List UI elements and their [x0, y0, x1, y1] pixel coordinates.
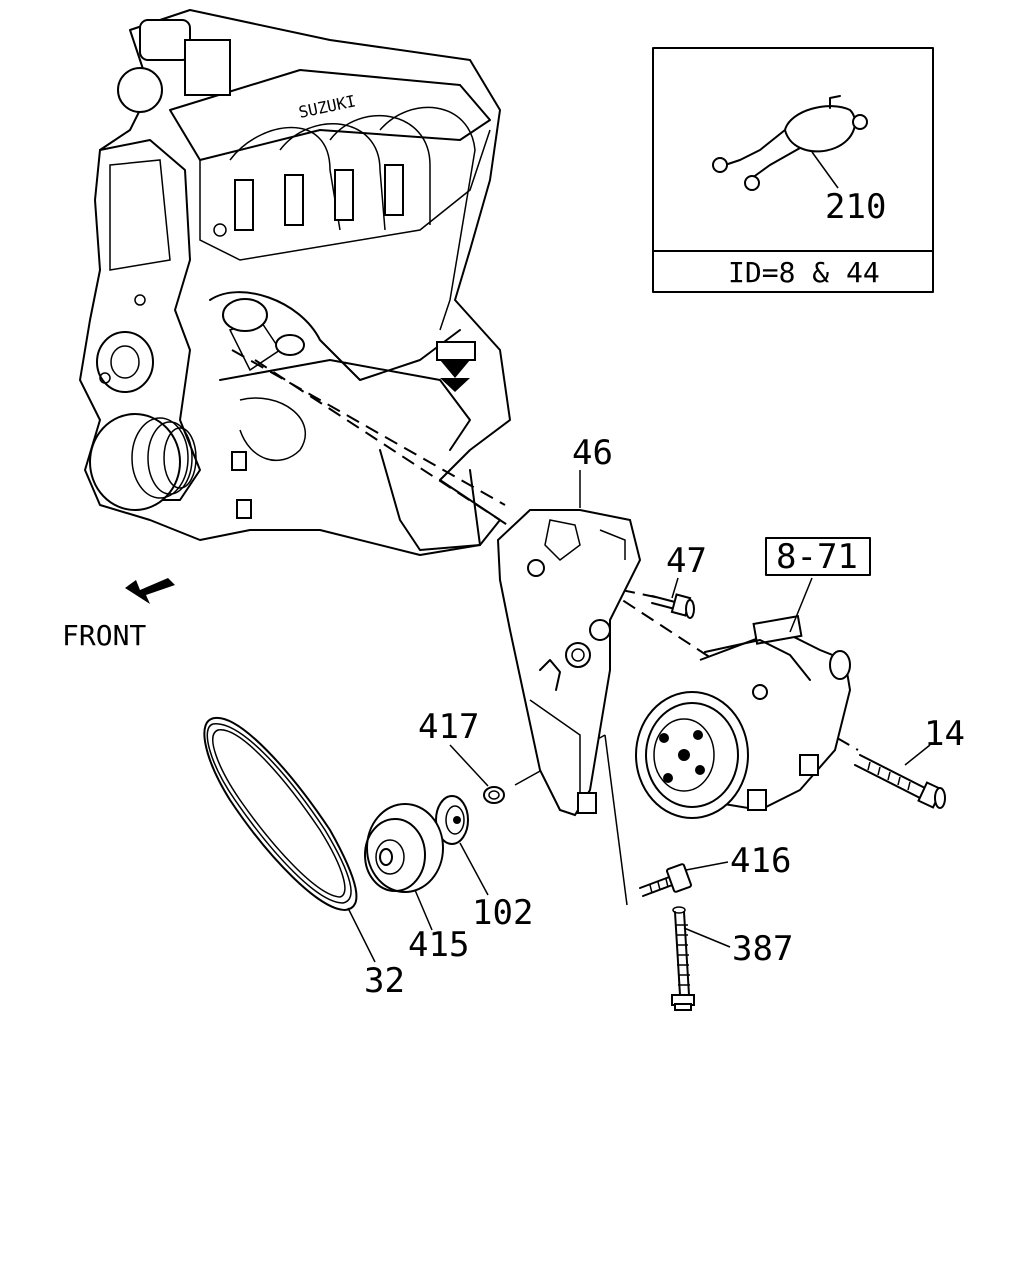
callout-46: 46 [572, 433, 613, 473]
callout-417: 417 [418, 707, 479, 747]
callout-102: 102 [472, 893, 533, 933]
inset-box: 210 ID=8 & 44 [652, 47, 934, 293]
engine-brand-text: SUZUKI [297, 91, 357, 122]
screw-416 [639, 863, 692, 897]
engine-block: SUZUKI [79, 9, 511, 556]
bolt-14 [854, 754, 946, 809]
callout-14: 14 [924, 714, 965, 754]
hose-clip-icon [712, 95, 868, 191]
front-label: FRONT [62, 619, 146, 652]
callout-47: 47 [666, 541, 707, 581]
bolt-47 [651, 593, 695, 619]
inset-caption: ID=8 & 44 [728, 256, 880, 289]
front-indicator: FRONT [62, 578, 175, 652]
callout-labels: 46 47 8-71 14 417 416 102 415 387 32 [364, 433, 965, 1001]
callout-8-71-box [765, 537, 871, 576]
callout-8-71: 8-71 [776, 537, 858, 577]
callout-32: 32 [364, 961, 405, 1001]
inset-part-number: 210 [825, 187, 886, 227]
ac-bracket [496, 509, 642, 817]
ac-compressor [635, 614, 852, 819]
spacer-417 [483, 786, 505, 804]
idler-pulley-415 [364, 803, 444, 893]
bolt-387 [671, 906, 695, 1011]
leader-lines [347, 470, 931, 963]
callout-387: 387 [732, 929, 793, 969]
callout-415: 415 [408, 925, 469, 965]
drive-belt-32 [203, 716, 358, 911]
front-arrow-icon [125, 578, 175, 604]
washer-102 [435, 795, 469, 845]
callout-416: 416 [730, 841, 791, 881]
